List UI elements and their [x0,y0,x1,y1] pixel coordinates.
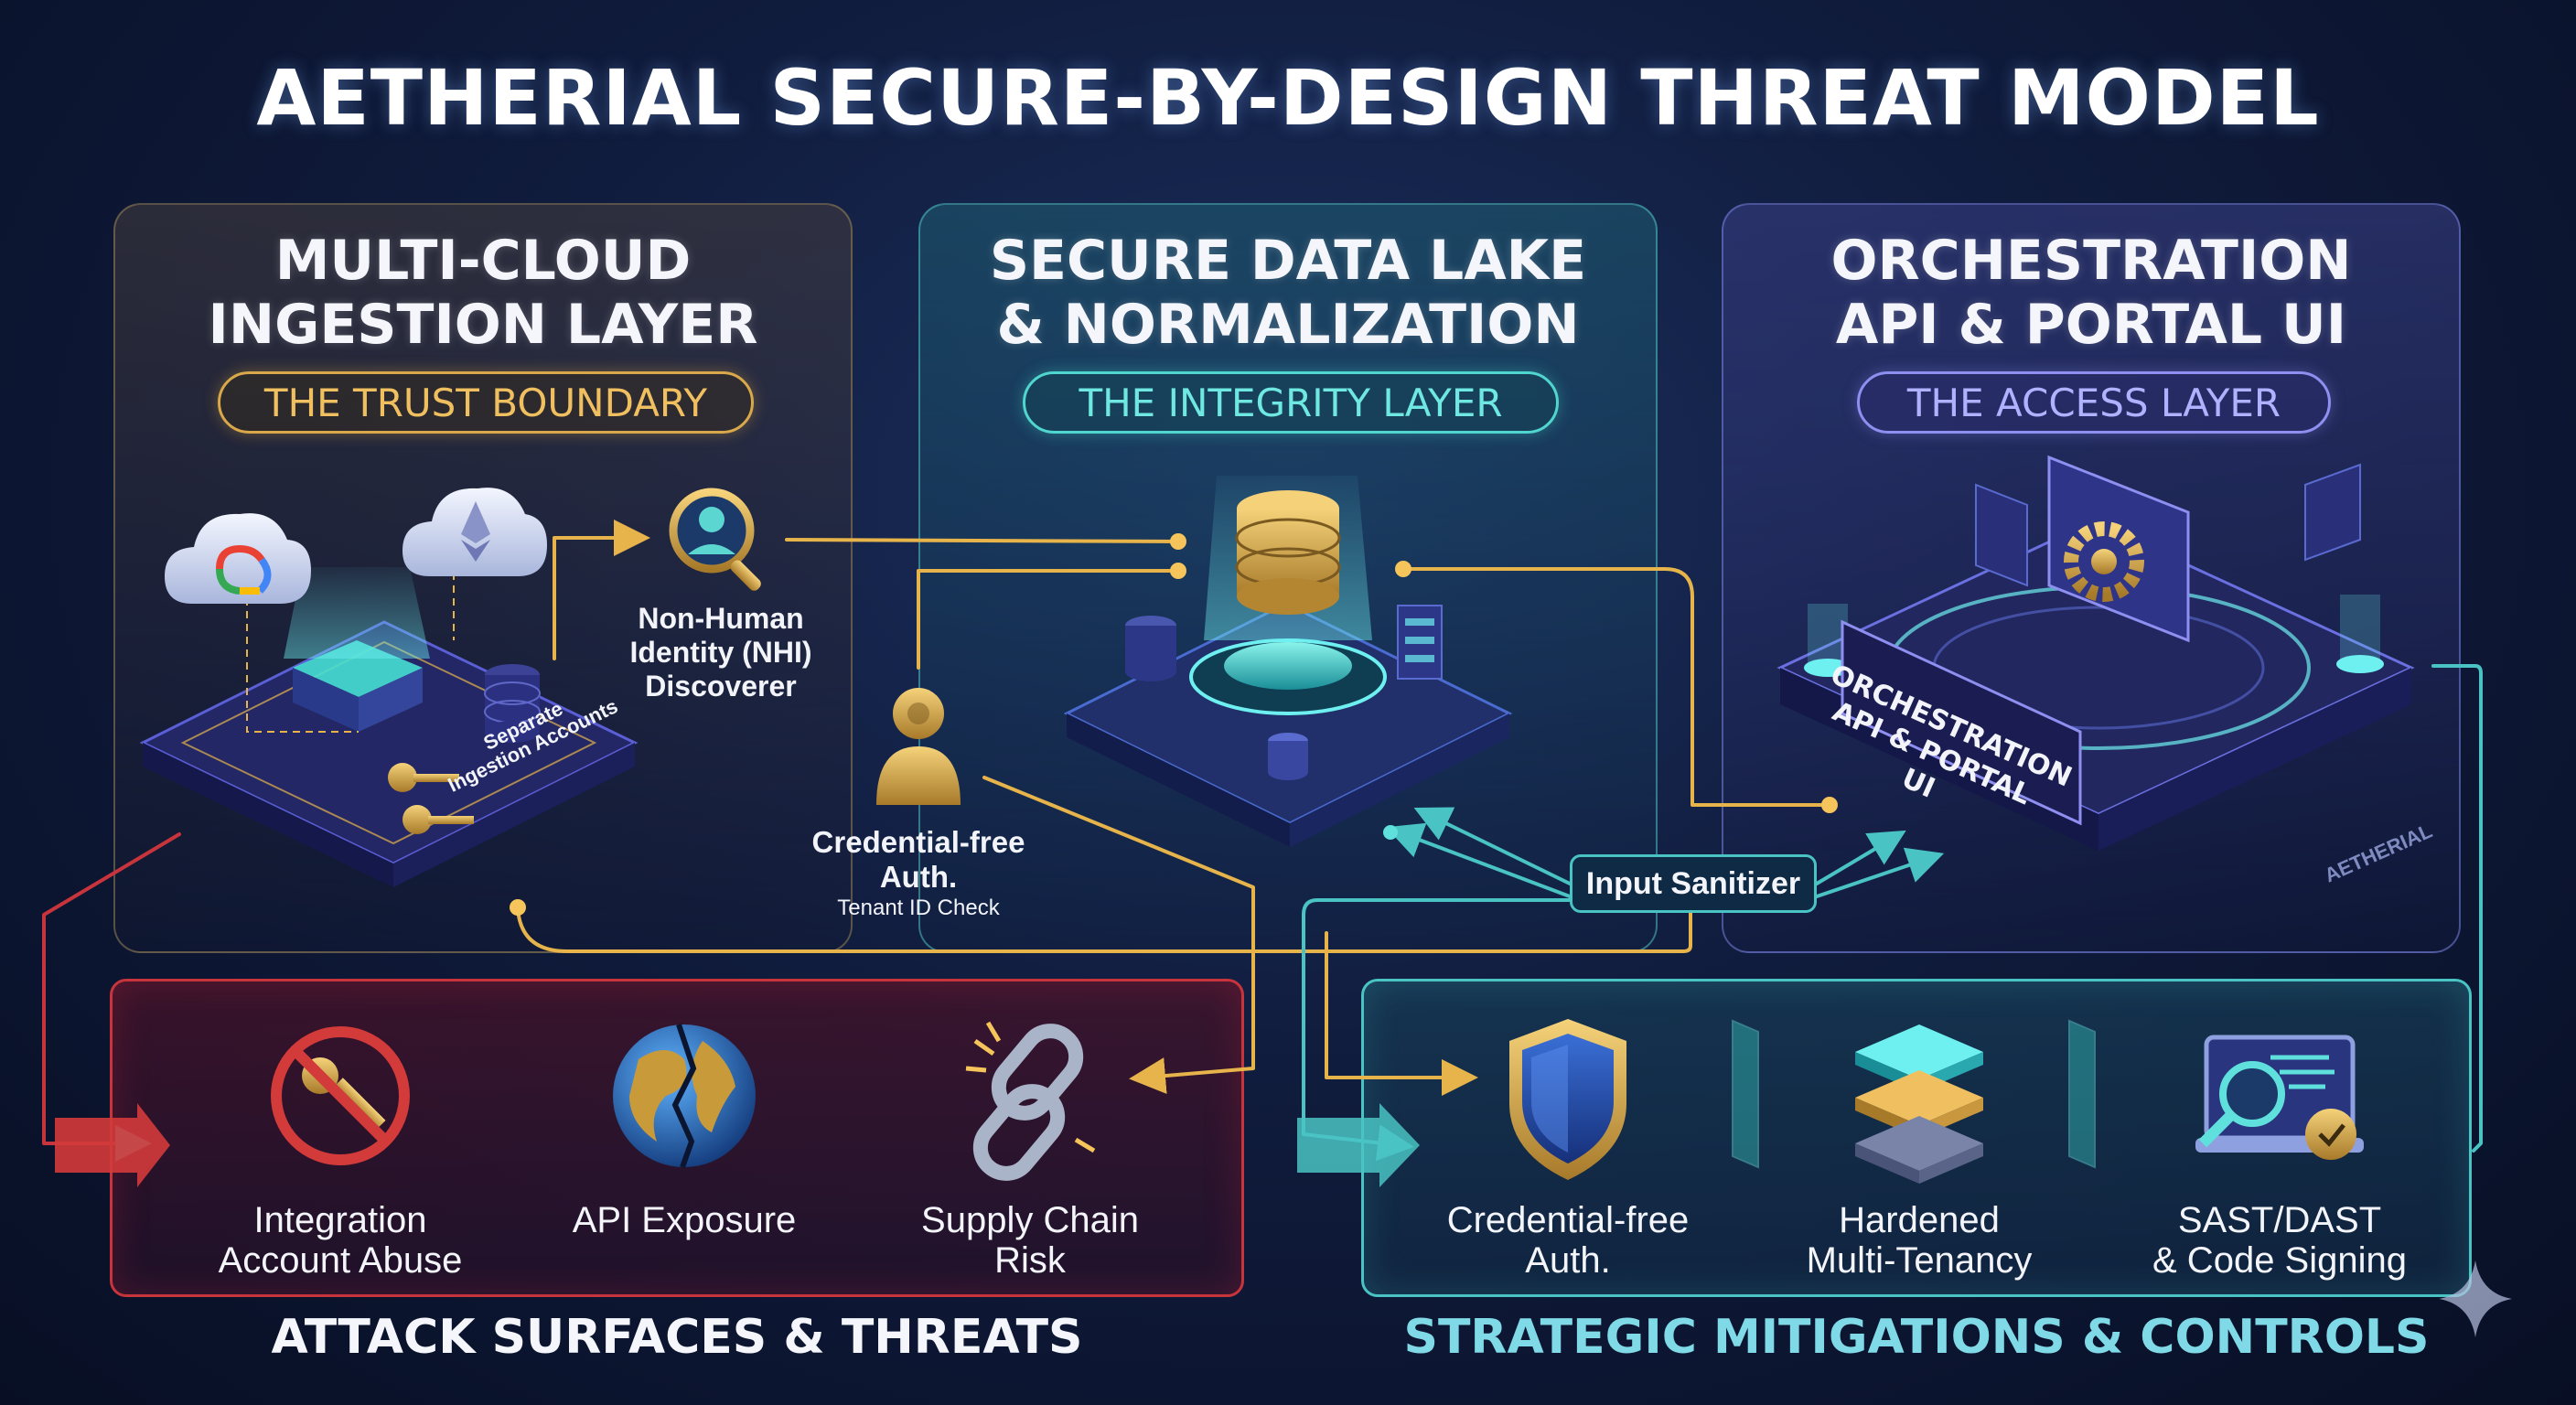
ingestion-platform [139,560,639,887]
mitigation-credential-free-label: Credential-free Auth. [1412,1200,1723,1281]
connector-sanitizer-to-api-2 [1815,847,1945,898]
connector-sanitizer-to-ingestion [516,907,1692,953]
connector-to-supply-chain [982,776,1255,1094]
integrity-layer-badge: THE INTEGRITY LAYER [1023,371,1559,434]
connector-ingestion-to-threats [42,832,181,1162]
threat-1-line1: Integration [253,1200,427,1240]
sparkle-icon [2439,1260,2512,1337]
nhi-label-line3: Discoverer [645,670,797,702]
nhi-discoverer-label: Non-Human Identity (NHI) Discoverer [593,602,849,703]
threat-integration-abuse-label: Integration Account Abuse [185,1200,496,1281]
trust-boundary-badge: THE TRUST BOUNDARY [218,371,754,434]
data-lake-title-line2: & NORMALIZATION [996,293,1580,357]
ingestion-title-line1: MULTI-CLOUD [274,229,692,293]
access-layer-badge: THE ACCESS LAYER [1857,371,2331,434]
connector-to-cred-mitigation [1325,931,1478,1096]
threat-3-line1: Supply Chain [921,1200,1139,1240]
mitigation-1-line2: Auth. [1525,1240,1611,1281]
credential-free-auth-label: Credential-free Auth. Tenant ID Check [781,825,1056,922]
input-sanitizer-node: Input Sanitizer [1570,854,1817,913]
mitigation-3-line2: & Code Signing [2152,1240,2407,1281]
connector-cred-to-lake [917,569,1180,670]
connector-nhi-to-lake [785,538,1180,543]
ingestion-layer-title: MULTI-CLOUD INGESTION LAYER [115,229,851,357]
orchestration-title-line2: API & PORTAL UI [1835,293,2347,357]
threat-api-exposure-label: API Exposure [529,1200,840,1240]
mitigations-section-title: STRATEGIC MITIGATIONS & CONTROLS [1403,1310,2430,1365]
orchestration-api-title: ORCHESTRATION API & PORTAL UI [1723,229,2459,357]
mitigation-2-line2: Multi-Tenancy [1806,1240,2033,1281]
nhi-label-line1: Non-Human [638,602,804,635]
cred-label-line1: Credential-free [811,825,1025,859]
broken-chain-icon [965,1021,1096,1181]
ingestion-title-line2: INGESTION LAYER [208,293,758,357]
key-icon [388,763,474,834]
threat-3-line2: Risk [994,1240,1066,1281]
connector-sanitizer-to-api [1815,830,1906,885]
mitigation-multi-tenancy-label: Hardened Multi-Tenancy [1764,1200,2075,1281]
tenant-id-check-label: Tenant ID Check [837,896,1000,920]
connector-lake-to-api [1401,567,1831,807]
credential-user-icon [876,688,961,805]
mitigation-entry-arrow [1297,1103,1420,1187]
threat-1-line2: Account Abuse [218,1240,463,1281]
nhi-discoverer-icon [669,488,761,591]
data-lake-panel: SECURE DATA LAKE & NORMALIZATION THE INT… [918,203,1658,953]
orchestration-title-line1: ORCHESTRATION [1830,229,2352,293]
cred-label-line2: Auth. [879,860,958,894]
no-key-icon [271,1026,410,1165]
mitigation-2-line1: Hardened [1839,1200,2000,1240]
broken-globe-icon [613,1024,756,1169]
connector-sanitizer-to-lake [1413,807,1572,885]
shield-icon [1509,1019,1626,1180]
threat-entry-arrow [55,1103,170,1187]
connector-ingestion-to-nhi [553,520,650,660]
layers-icon [1855,1024,1983,1184]
glass-divider [1732,1019,1759,1169]
mitigation-1-line1: Credential-free [1446,1200,1690,1240]
connector-lake-to-mitigations [1302,898,1575,1162]
api-platform [1776,455,2415,851]
glass-divider [2068,1019,2096,1169]
threat-2-line1: API Exposure [572,1200,797,1240]
data-lake-title-line1: SECURE DATA LAKE [989,229,1587,293]
threat-supply-chain-label: Supply Chain Risk [875,1200,1186,1281]
data-lake-title: SECURE DATA LAKE & NORMALIZATION [920,229,1656,357]
gcp-cloud-icon [165,513,311,604]
data-lake-platform [1063,476,1513,847]
mitigation-sast-dast-label: SAST/DAST & Code Signing [2124,1200,2435,1281]
threats-section-title: ATTACK SURFACES & THREATS [271,1310,1083,1365]
mitigation-3-line1: SAST/DAST [2177,1200,2382,1240]
code-scan-icon [2195,1035,2364,1160]
connector-sanitizer-to-lake-2 [1386,822,1572,898]
nhi-label-line2: Identity (NHI) [629,636,812,669]
ingestion-layer-panel: MULTI-CLOUD INGESTION LAYER THE TRUST BO… [113,203,853,953]
connector-api-to-mitigations [2431,664,2483,1153]
page-title: AETHERIAL SECURE-BY-DESIGN THREAT MODEL [256,53,2320,143]
ethereum-cloud-icon [402,488,547,576]
